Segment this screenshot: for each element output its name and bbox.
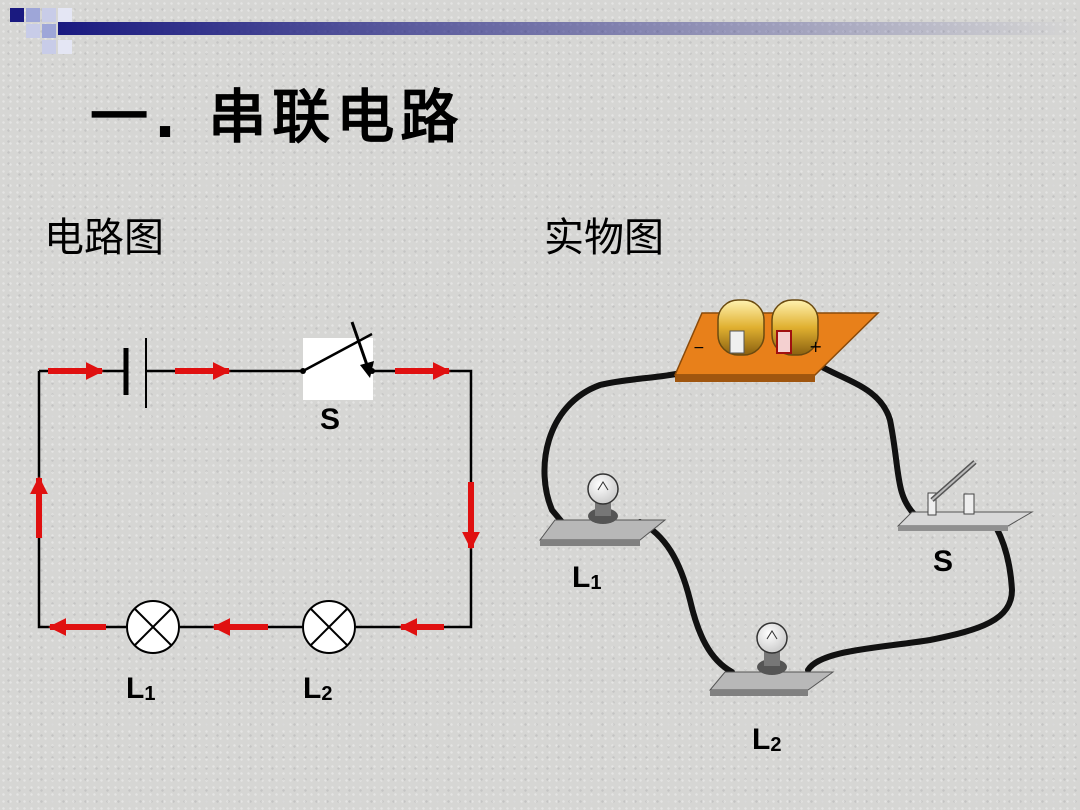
battery-holder: − + <box>673 299 880 382</box>
schematic-lamp-l1-label: L1 <box>126 672 156 705</box>
lamp-l2-symbol <box>302 600 356 654</box>
circuit-diagram-heading: 电路图 <box>44 215 164 261</box>
physical-lamp-l2-label: L2 <box>752 723 782 756</box>
svg-text:+: + <box>809 337 822 356</box>
schematic-lamp-l2-label: L2 <box>303 672 333 705</box>
schematic-diagram <box>30 321 480 654</box>
physical-circuit: − + <box>539 299 1034 696</box>
switch-physical <box>896 460 1034 531</box>
current-direction-arrows <box>30 362 480 636</box>
physical-diagram-heading: 实物图 <box>544 215 664 261</box>
slide-title: 一. 串联电路 <box>90 83 465 151</box>
switch-symbol <box>300 321 375 400</box>
physical-lamp-l1-label: L1 <box>572 561 602 594</box>
battery-symbol <box>123 338 147 408</box>
schematic-wire <box>37 369 473 629</box>
corner-decoration <box>10 8 1080 54</box>
lamp-l2-physical <box>708 622 835 696</box>
svg-text:−: − <box>693 340 705 356</box>
physical-switch-label: S <box>933 545 954 578</box>
schematic-switch-label: S <box>320 403 341 436</box>
lamp-l1-symbol <box>126 600 180 654</box>
lamp-l1-physical <box>539 473 667 546</box>
